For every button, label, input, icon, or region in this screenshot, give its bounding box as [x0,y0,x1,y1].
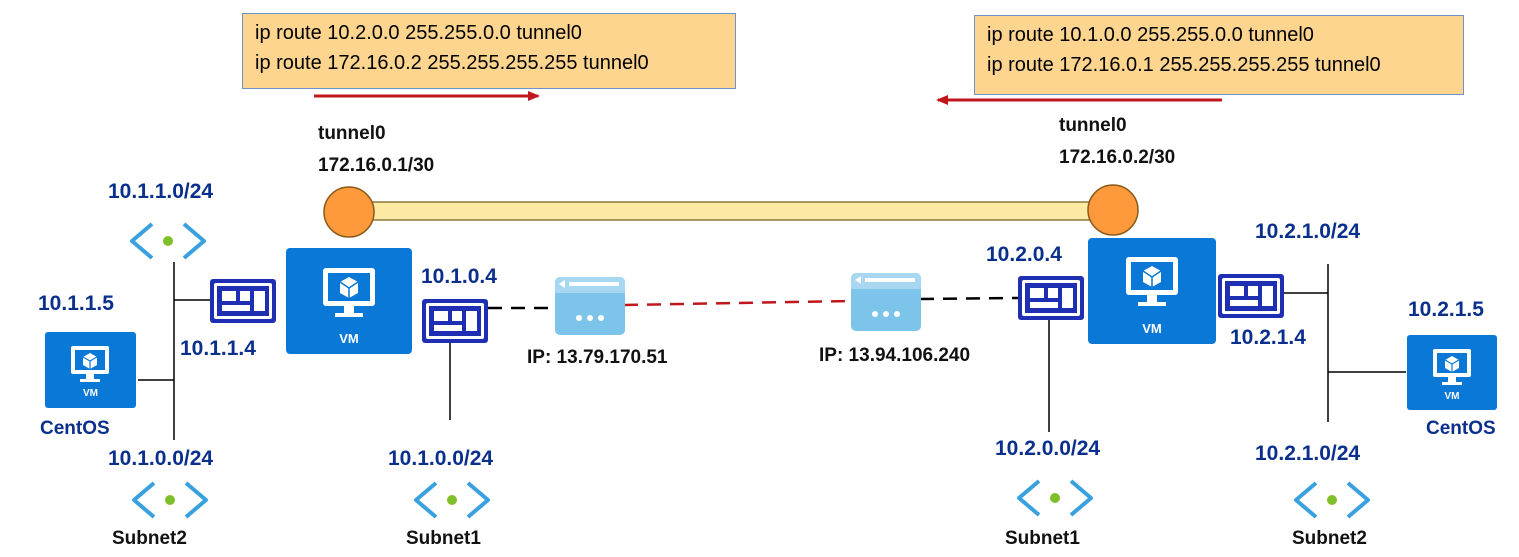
left-tunnel-ip: 172.16.0.1/30 [318,155,435,176]
right-public-ip-icon[interactable] [851,273,921,331]
left-tunnel-name: tunnel0 [318,123,386,144]
right-subnet2-vnet-cidr: 10.2.1.0/24 [1255,220,1361,243]
left-nic-subnet2-icon[interactable] [210,279,276,323]
right-centos-ip: 10.2.1.5 [1408,298,1484,321]
right-nic-subnet1-icon[interactable] [1018,276,1084,320]
right-subnet1-name: Subnet1 [1005,528,1080,549]
right-centos-vm-label: VM [1444,391,1460,402]
right-vm-label: VM [1142,321,1162,336]
right-nic-subnet2-icon[interactable] [1218,274,1284,318]
right-route-line-2: ip route 172.16.0.1 255.255.255.255 tunn… [987,54,1381,76]
left-public-ip-icon[interactable] [555,277,625,335]
right-public-ip: IP: 13.94.106.240 [819,345,971,366]
left-subnet2-top-icon [130,222,206,260]
tunnel-link [349,201,1113,221]
left-route-line-2: ip route 172.16.0.2 255.255.255.255 tunn… [255,52,649,74]
left-vm-label: VM [339,331,359,346]
left-nic-ip-subnet2: 10.1.1.4 [180,337,256,360]
right-subnet1-cidr: 10.2.0.0/24 [995,437,1101,460]
right-subnet2-icon [1294,481,1370,519]
right-centos-label: CentOS [1426,418,1496,439]
left-route-line-1: ip route 10.2.0.0 255.255.0.0 tunnel0 [255,22,582,44]
left-tunnel-label: tunnel0 172.16.0.1/30 [318,118,434,182]
right-nic-gateway-link [919,296,1019,301]
left-subnet2-cidr: 10.1.0.0/24 [108,447,214,470]
right-subnet1-icon [1017,479,1093,517]
left-subnet2-vnet-cidr: 10.1.1.0/24 [108,180,214,203]
right-nic-ip-subnet1: 10.2.0.4 [986,243,1062,266]
right-subnet2-name: Subnet2 [1292,528,1367,549]
right-nic-ip-subnet2: 10.2.1.4 [1230,326,1306,349]
left-subnet2-icon [132,481,208,519]
left-route-box: ip route 10.2.0.0 255.255.0.0 tunnel0 ip… [242,13,736,89]
vpn-link [623,299,851,307]
tunnel-endpoint-right [1087,184,1139,236]
right-route-line-1: ip route 10.1.0.0 255.255.0.0 tunnel0 [987,24,1314,46]
right-tunnel-label: tunnel0 172.16.0.2/30 [1059,110,1175,174]
tunnel-endpoint-left [323,186,375,238]
left-public-ip: IP: 13.79.170.51 [527,347,668,368]
left-subnet1-cidr: 10.1.0.0/24 [388,447,494,470]
left-centos-vm-label: VM [83,388,98,399]
right-tunnel-ip: 172.16.0.2/30 [1059,147,1176,168]
left-nic-subnet1-icon[interactable] [422,299,488,343]
left-subnet1-name: Subnet1 [406,528,481,549]
right-subnet2-cidr: 10.2.1.0/24 [1255,442,1361,465]
left-nic-ip-subnet1: 10.1.0.4 [421,265,497,288]
right-route-box: ip route 10.1.0.0 255.255.0.0 tunnel0 ip… [974,15,1464,95]
right-tunnel-name: tunnel0 [1059,115,1127,136]
left-centos-label: CentOS [40,418,110,439]
left-subnet2-name: Subnet2 [112,528,187,549]
left-centos-ip: 10.1.1.5 [38,292,114,315]
left-subnet1-icon [414,481,490,519]
